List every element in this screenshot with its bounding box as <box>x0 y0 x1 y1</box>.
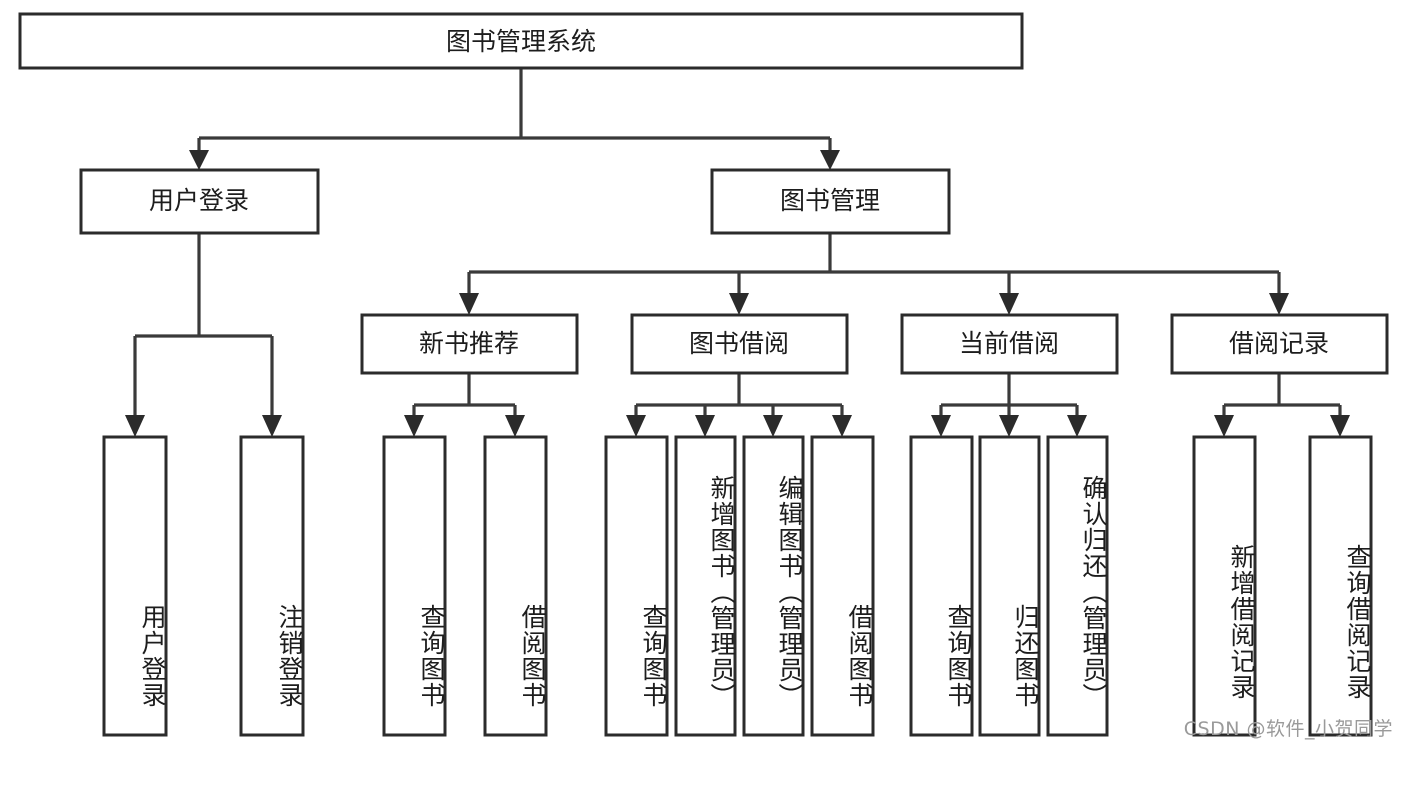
node-box-leaf-query-record[interactable] <box>1308 435 1373 737</box>
node-box-leaf-borrow-book-2[interactable] <box>810 435 875 737</box>
node-label-book-borrow: 图书借阅 <box>689 329 789 358</box>
arrow-head-borrow-record <box>1269 293 1289 315</box>
node-box-book-borrow[interactable] <box>630 313 849 375</box>
arrow-head-leaf-borrow-book-2 <box>832 415 852 437</box>
arrow-head-current-borrow <box>999 293 1019 315</box>
node-box-leaf-add-book[interactable] <box>674 435 737 737</box>
arrow-head-leaf-add-book <box>695 415 715 437</box>
flowchart-canvas: 图书管理系统 用户登录 图书管理 新书推荐 图书借阅 当前借阅 借阅记录 <box>18 12 1393 740</box>
node-box-title[interactable] <box>18 12 1024 70</box>
node-box-new-book-recommend[interactable] <box>360 313 579 375</box>
arrow-head-leaf-logout <box>262 415 282 437</box>
arrow-head-book-borrow <box>729 293 749 315</box>
flowchart-svg: 图书管理系统 用户登录 图书管理 新书推荐 图书借阅 当前借阅 借阅记录 <box>18 12 1389 737</box>
node-box-user-login[interactable] <box>79 168 320 235</box>
arrow-head-user-login <box>189 150 209 170</box>
node-label-title: 图书管理系统 <box>446 27 596 56</box>
arrow-head-leaf-user-login <box>125 415 145 437</box>
watermark-text: CSDN @软件_小贺同学 <box>1183 718 1393 740</box>
node-box-leaf-user-login[interactable] <box>102 435 168 737</box>
node-box-leaf-logout[interactable] <box>239 435 305 737</box>
node-box-leaf-edit-book[interactable] <box>742 435 805 737</box>
arrow-head-leaf-add-record <box>1214 415 1234 437</box>
node-label-current-borrow: 当前借阅 <box>959 329 1059 358</box>
node-box-borrow-record[interactable] <box>1170 313 1389 375</box>
node-layer: 图书管理系统 用户登录 图书管理 新书推荐 图书借阅 当前借阅 借阅记录 <box>18 12 1389 737</box>
node-label-book-management: 图书管理 <box>780 186 880 215</box>
node-label-new-book-recommend: 新书推荐 <box>419 329 519 358</box>
node-label-user-login: 用户登录 <box>149 186 249 215</box>
node-box-book-management[interactable] <box>710 168 951 235</box>
arrow-head-new-book-recommend <box>459 293 479 315</box>
arrow-head-leaf-return-book <box>999 415 1019 437</box>
arrow-head-leaf-confirm-return <box>1067 415 1087 437</box>
arrow-head-book-management <box>820 150 840 170</box>
node-box-leaf-add-record[interactable] <box>1192 435 1257 737</box>
node-box-leaf-return-book[interactable] <box>978 435 1041 737</box>
arrow-head-leaf-query-record <box>1330 415 1350 437</box>
arrow-head-leaf-borrow-book-1 <box>505 415 525 437</box>
arrow-head-leaf-edit-book <box>763 415 783 437</box>
connector-layer <box>125 68 1350 437</box>
arrow-head-leaf-query-book-2 <box>626 415 646 437</box>
arrow-head-leaf-query-book-1 <box>404 415 424 437</box>
node-box-current-borrow[interactable] <box>900 313 1119 375</box>
node-box-leaf-query-book-3[interactable] <box>909 435 974 737</box>
node-box-leaf-confirm-return[interactable] <box>1046 435 1109 737</box>
node-box-leaf-borrow-book-1[interactable] <box>483 435 548 737</box>
node-box-leaf-query-book-2[interactable] <box>604 435 669 737</box>
arrow-head-leaf-query-book-3 <box>931 415 951 437</box>
node-box-leaf-query-book-1[interactable] <box>382 435 447 737</box>
node-label-borrow-record: 借阅记录 <box>1229 329 1329 358</box>
